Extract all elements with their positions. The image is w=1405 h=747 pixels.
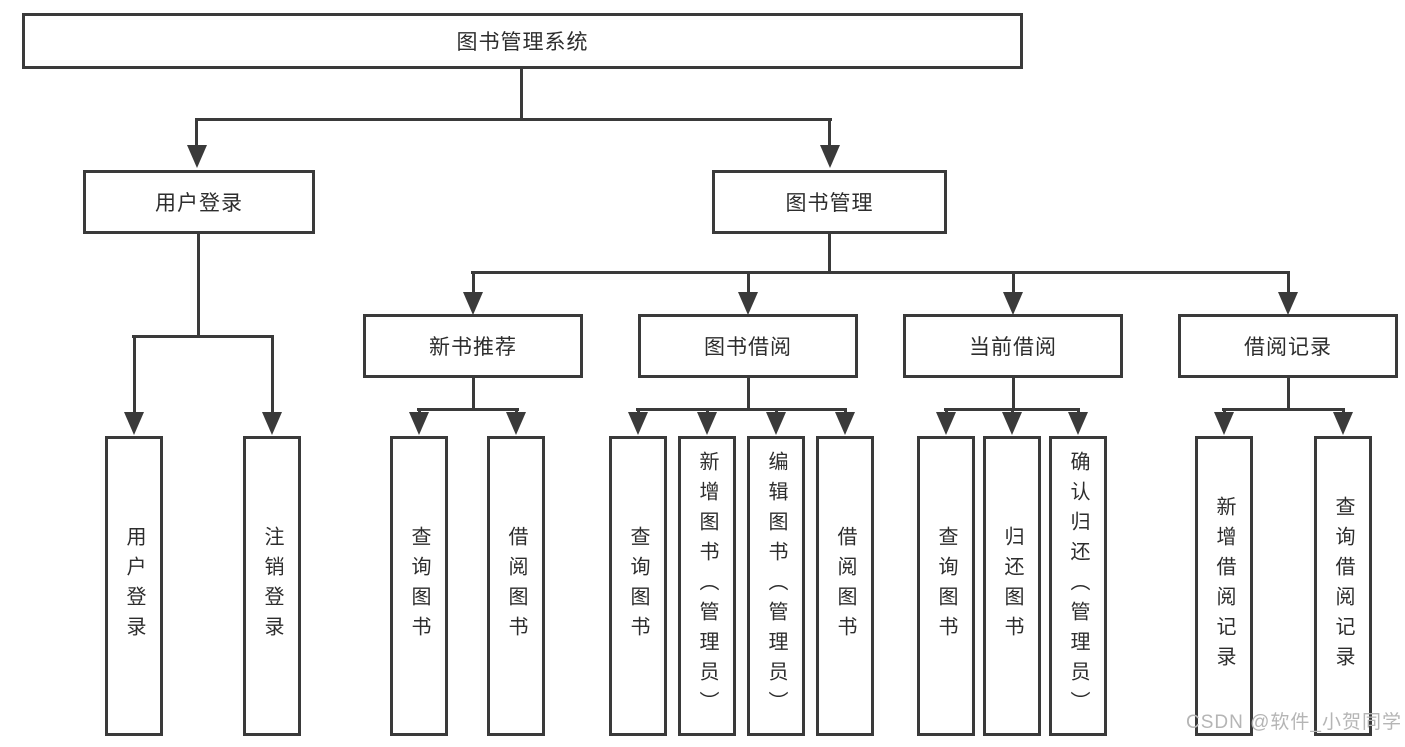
node-new-book-recommendation: 新书推荐 — [363, 314, 583, 378]
connector-line — [775, 408, 778, 415]
arrowhead-icon — [1278, 292, 1298, 315]
arrowhead-icon — [1333, 412, 1353, 435]
connector-line — [1012, 271, 1015, 294]
csdn-watermark: CSDN @软件_小贺同学 — [1186, 712, 1402, 733]
leaf-add-books-admin: 新增图书（管理员） — [678, 436, 736, 736]
connector-line — [828, 118, 831, 148]
leaf-edit-books-admin: 编辑图书（管理员） — [747, 436, 805, 736]
leaf-borrow-books-1: 借阅图书 — [487, 436, 545, 736]
arrowhead-icon — [409, 412, 429, 435]
node-book-borrowing: 图书借阅 — [638, 314, 858, 378]
arrowhead-icon — [463, 292, 483, 315]
leaf-borrow-books-2: 借阅图书 — [816, 436, 874, 736]
arrowhead-icon — [766, 412, 786, 435]
leaf-logout-label: 注销登录 — [261, 526, 283, 646]
node-root-label: 图书管理系统 — [456, 31, 589, 54]
leaf-add-borrow-record-label: 新增借阅记录 — [1213, 496, 1235, 676]
leaf-edit-books-admin-label: 编辑图书（管理员） — [765, 451, 787, 721]
arrowhead-icon — [628, 412, 648, 435]
connector-line — [132, 335, 274, 338]
leaf-query-borrow-record: 查询借阅记录 — [1314, 436, 1372, 736]
node-book-management: 图书管理 — [712, 170, 947, 234]
leaf-query-books-2: 查询图书 — [609, 436, 667, 736]
arrowhead-icon — [1002, 412, 1022, 435]
connector-line — [637, 408, 640, 415]
connector-line — [197, 234, 200, 337]
connector-line — [844, 408, 847, 415]
connector-line — [195, 118, 198, 148]
leaf-query-books-3: 查询图书 — [917, 436, 975, 736]
leaf-return-books-label: 归还图书 — [1001, 526, 1023, 646]
connector-line — [196, 118, 832, 121]
node-user-login: 用户登录 — [83, 170, 315, 234]
leaf-borrow-books-2-label: 借阅图书 — [834, 526, 856, 646]
arrowhead-icon — [187, 145, 207, 168]
leaf-borrow-books-1-label: 借阅图书 — [505, 526, 527, 646]
connector-line — [471, 271, 1289, 274]
connector-line — [706, 408, 709, 415]
connector-line — [1287, 378, 1290, 411]
connector-line — [133, 335, 136, 414]
connector-line — [636, 408, 847, 411]
node-borrow-records: 借阅记录 — [1178, 314, 1398, 378]
connector-line — [520, 68, 523, 118]
leaf-confirm-return-admin: 确认归还（管理员） — [1049, 436, 1107, 736]
connector-line — [828, 234, 831, 274]
node-new-book-recommendation-label: 新书推荐 — [429, 336, 517, 359]
arrowhead-icon — [936, 412, 956, 435]
connector-line — [418, 408, 421, 415]
node-root: 图书管理系统 — [22, 13, 1023, 69]
connector-line — [472, 271, 475, 294]
arrowhead-icon — [835, 412, 855, 435]
connector-line — [747, 378, 750, 411]
leaf-query-books-3-label: 查询图书 — [935, 526, 957, 646]
leaf-logout: 注销登录 — [243, 436, 301, 736]
leaf-query-books-1: 查询图书 — [390, 436, 448, 736]
arrowhead-icon — [697, 412, 717, 435]
leaf-query-books-2-label: 查询图书 — [627, 526, 649, 646]
node-book-management-label: 图书管理 — [785, 192, 874, 215]
connector-line — [1011, 408, 1014, 415]
node-user-login-label: 用户登录 — [155, 192, 243, 215]
connector-line — [417, 408, 519, 411]
connector-line — [472, 378, 475, 411]
connector-line — [1012, 378, 1015, 411]
connector-line — [1223, 408, 1226, 415]
connector-line — [271, 335, 274, 414]
arrowhead-icon — [506, 412, 526, 435]
leaf-query-borrow-record-label: 查询借阅记录 — [1332, 496, 1354, 676]
leaf-add-books-admin-label: 新增图书（管理员） — [696, 451, 718, 721]
connector-line — [1342, 408, 1345, 415]
leaf-user-login-label: 用户登录 — [123, 526, 145, 646]
leaf-query-books-1-label: 查询图书 — [408, 526, 430, 646]
arrowhead-icon — [738, 292, 758, 315]
leaf-confirm-return-admin-label: 确认归还（管理员） — [1067, 451, 1089, 721]
connector-line — [945, 408, 948, 415]
arrowhead-icon — [1003, 292, 1023, 315]
connector-line — [515, 408, 518, 415]
node-current-borrowing: 当前借阅 — [903, 314, 1123, 378]
leaf-user-login: 用户登录 — [105, 436, 163, 736]
leaf-add-borrow-record: 新增借阅记录 — [1195, 436, 1253, 736]
arrowhead-icon — [1214, 412, 1234, 435]
arrowhead-icon — [124, 412, 144, 435]
connector-line — [1077, 408, 1080, 415]
node-borrow-records-label: 借阅记录 — [1244, 336, 1332, 359]
connector-line — [747, 271, 750, 294]
arrowhead-icon — [820, 145, 840, 168]
node-book-borrowing-label: 图书借阅 — [704, 336, 792, 359]
connector-line — [1222, 408, 1345, 411]
connector-line — [1287, 271, 1290, 294]
leaf-return-books: 归还图书 — [983, 436, 1041, 736]
arrowhead-icon — [262, 412, 282, 435]
node-current-borrowing-label: 当前借阅 — [969, 336, 1057, 359]
arrowhead-icon — [1068, 412, 1088, 435]
